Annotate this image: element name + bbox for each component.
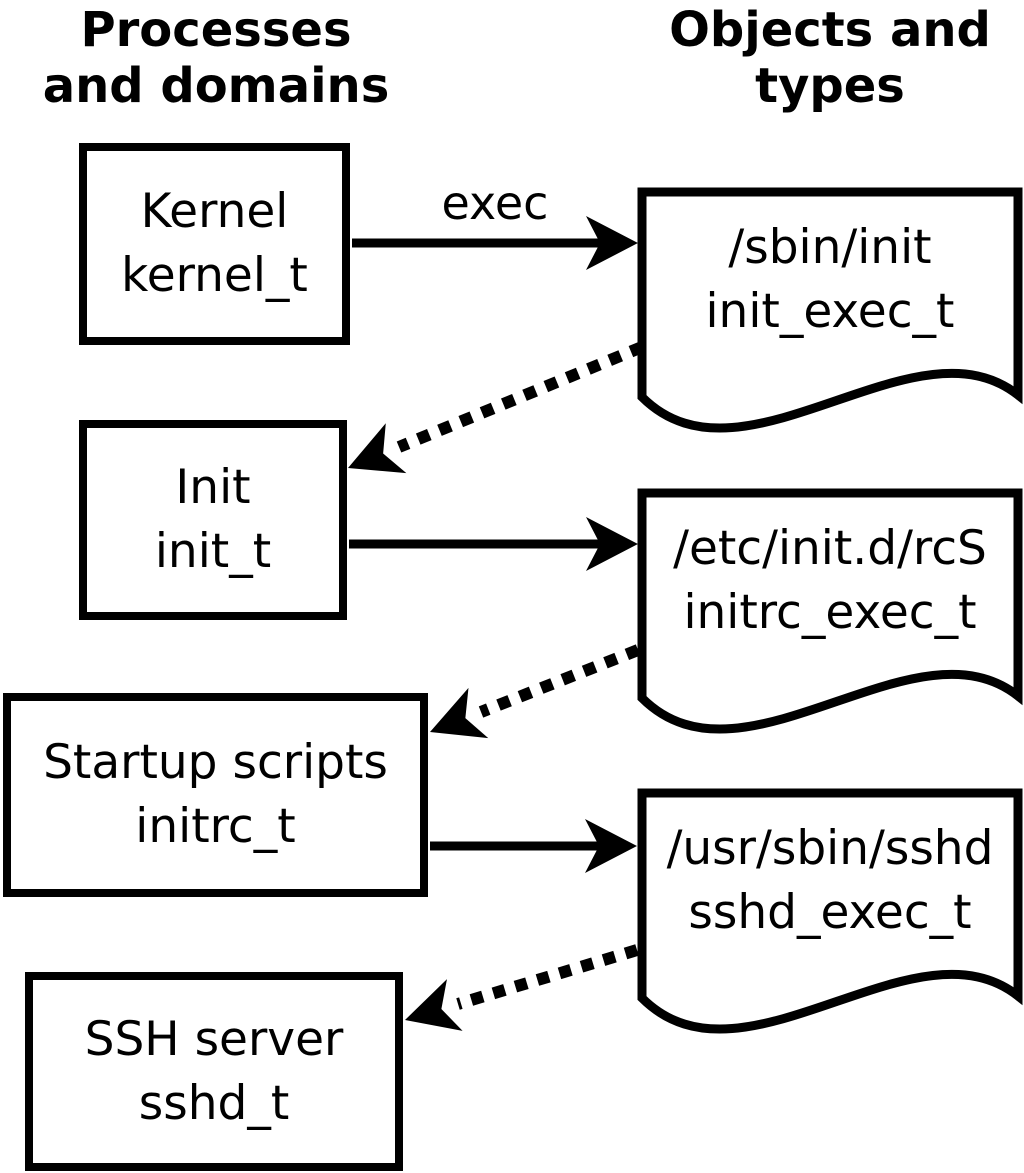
process-domain: kernel_t	[121, 248, 308, 303]
process-box-kernel: Kernel kernel_t	[79, 143, 350, 345]
process-name: Kernel	[140, 184, 289, 239]
process-box-ssh-server: SSH server sshd_t	[25, 972, 403, 1171]
object-doc-etc-initd-rcs-shape	[637, 488, 1023, 734]
object-path: /usr/sbin/sshd	[666, 821, 994, 876]
object-doc-sbin-init-shape	[637, 187, 1023, 433]
process-box-startup-scripts: Startup scripts initrc_t	[3, 693, 428, 897]
object-doc-sbin-init: /sbin/init init_exec_t	[642, 216, 1018, 344]
process-domain: sshd_t	[138, 1075, 290, 1131]
object-doc-etc-initd-rcs: /etc/init.d/rcS initrc_exec_t	[642, 517, 1018, 645]
document-shape	[637, 187, 1023, 433]
process-name: Init	[175, 460, 251, 515]
process-box-init: Init init_t	[79, 420, 347, 620]
heading-line-2: and domains	[42, 58, 390, 114]
heading-line-2: types	[755, 58, 905, 114]
document-shape	[637, 788, 1023, 1034]
exec-label: exec	[441, 176, 549, 230]
transition-arrow-rcs-to-initrc	[430, 644, 641, 739]
exec-arrow-initrc-to-sshd	[430, 819, 637, 873]
process-domain: initrc_t	[135, 799, 296, 854]
object-path: /etc/init.d/rcS	[673, 521, 987, 576]
object-doc-usr-sbin-sshd-shape	[637, 788, 1023, 1034]
heading-line-1: Objects and	[669, 2, 991, 58]
column-heading-objects: Objects and types	[628, 2, 1024, 114]
exec-arrow-init-to-rcs	[349, 517, 638, 571]
column-heading-processes: Processes and domains	[0, 2, 432, 114]
heading-line-1: Processes	[80, 2, 352, 58]
process-domain: init_t	[154, 524, 272, 579]
object-type: init_exec_t	[705, 284, 955, 339]
transition-arrow-sbininit-to-init	[348, 341, 645, 474]
object-type: initrc_exec_t	[683, 585, 977, 640]
process-name: SSH server	[84, 1011, 344, 1067]
process-name: Startup scripts	[43, 735, 388, 790]
document-shape	[637, 488, 1023, 734]
object-doc-usr-sbin-sshd: /usr/sbin/sshd sshd_exec_t	[642, 817, 1018, 945]
object-path: /sbin/init	[728, 220, 932, 275]
object-type: sshd_exec_t	[688, 885, 972, 940]
transition-arrow-sshdexec-to-sshd	[405, 944, 639, 1031]
